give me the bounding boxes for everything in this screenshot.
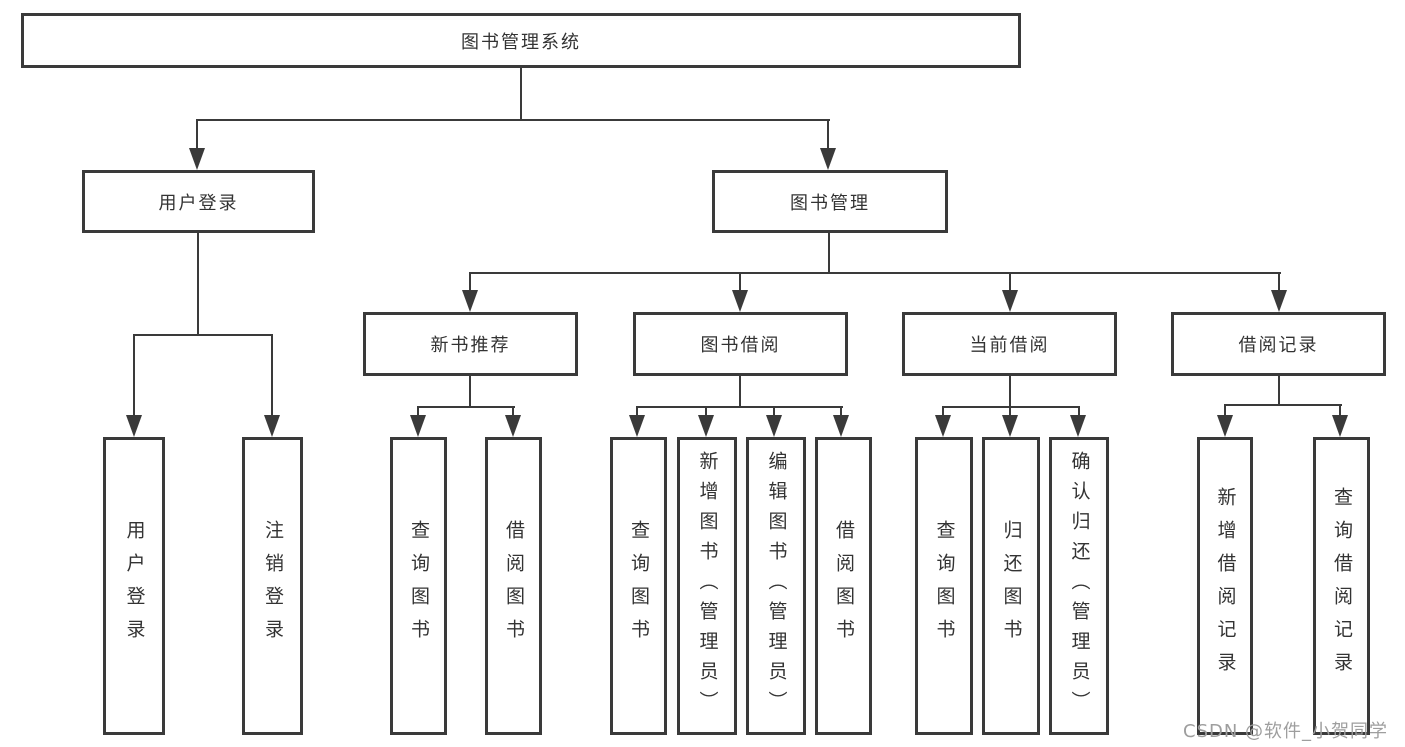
arrow-to-user-login: [189, 148, 205, 170]
leaf-user-login: 用户登录: [103, 437, 165, 735]
arrow-to-leaf-logout: [264, 415, 280, 437]
connector-bb-stem-4: [840, 406, 842, 417]
leaf-cb-confirm-return-admin: 确认归还（管理员）: [1049, 437, 1109, 735]
node-borrow-records: 借阅记录: [1171, 312, 1386, 376]
leaf-nb-query-books-label: 查询图书: [408, 520, 430, 652]
arrow-to-book-borrow: [732, 290, 748, 312]
connector-l1-left-stem: [196, 119, 198, 150]
arrow-br-add: [1217, 415, 1233, 437]
connector-user-login-rail: [133, 334, 273, 336]
node-root-label: 图书管理系统: [461, 31, 581, 53]
connector-cb-stem: [1009, 374, 1011, 408]
connector-user-login-right-stem: [271, 334, 273, 416]
leaf-br-query-record-label: 查询借阅记录: [1331, 487, 1353, 685]
connector-l1-rail: [196, 119, 830, 121]
leaf-nb-borrow-books: 借阅图书: [485, 437, 542, 735]
connector-l2-stem-3: [1009, 272, 1011, 291]
arrow-bb-borrow: [833, 415, 849, 437]
connector-l2-rail: [469, 272, 1281, 274]
connector-user-login-left-stem: [133, 334, 135, 416]
arrow-to-current-borrow: [1002, 290, 1018, 312]
arrow-br-query: [1332, 415, 1348, 437]
leaf-bb-add-books-admin: 新增图书（管理员）: [677, 437, 737, 735]
node-new-book-recommend: 新书推荐: [363, 312, 578, 376]
leaf-nb-query-books: 查询图书: [390, 437, 447, 735]
leaf-bb-borrow-books-label: 借阅图书: [833, 520, 855, 652]
arrow-cb-query: [935, 415, 951, 437]
connector-cb-rail: [942, 406, 1080, 408]
node-book-borrow: 图书借阅: [633, 312, 848, 376]
connector-l2-stem-4: [1278, 272, 1280, 291]
leaf-bb-add-books-admin-label: 新增图书（管理员）: [696, 451, 719, 721]
connector-br-stem-1: [1224, 404, 1226, 417]
leaf-bb-query-books-label: 查询图书: [628, 520, 650, 652]
leaf-cb-return-books-label: 归还图书: [1000, 520, 1023, 652]
connector-bb-stem-1: [636, 406, 638, 417]
node-book-management-label: 图书管理: [790, 192, 870, 214]
leaf-nb-borrow-books-label: 借阅图书: [503, 520, 525, 652]
leaf-cb-query-books-label: 查询图书: [933, 520, 956, 652]
leaf-cb-return-books: 归还图书: [982, 437, 1040, 735]
node-user-login: 用户登录: [82, 170, 315, 233]
connector-cb-stem-1: [942, 406, 944, 417]
connector-cb-stem-2: [1009, 406, 1011, 417]
leaf-logout: 注销登录: [242, 437, 303, 735]
arrow-cb-return: [1002, 415, 1018, 437]
node-user-login-label: 用户登录: [158, 192, 239, 214]
connector-nb-stem: [469, 374, 471, 408]
csdn-watermark: CSDN @软件_小贺同学: [1183, 721, 1389, 742]
connector-cb-stem-3: [1078, 406, 1080, 417]
leaf-bb-query-books: 查询图书: [610, 437, 667, 735]
connector-bb-stem-3: [773, 406, 775, 417]
arrow-bb-add: [698, 415, 714, 437]
leaf-bb-borrow-books: 借阅图书: [815, 437, 872, 735]
leaf-br-add-record-label: 新增借阅记录: [1214, 487, 1237, 685]
node-current-borrow: 当前借阅: [902, 312, 1117, 376]
connector-nb-stem-1: [417, 406, 419, 417]
leaf-bb-edit-books-admin: 编辑图书（管理员）: [746, 437, 806, 735]
arrow-to-borrow-records: [1271, 290, 1287, 312]
connector-user-login-stem: [197, 231, 199, 336]
connector-bb-stem: [739, 374, 741, 408]
leaf-cb-confirm-return-admin-label: 确认归还（管理员）: [1068, 451, 1091, 721]
connector-l1-right-stem: [827, 119, 829, 150]
arrow-nb-borrow: [505, 415, 521, 437]
connector-bb-rail: [636, 406, 843, 408]
node-book-management: 图书管理: [712, 170, 948, 233]
arrow-bb-query: [629, 415, 645, 437]
connector-br-stem: [1278, 374, 1280, 406]
leaf-bb-edit-books-admin-label: 编辑图书（管理员）: [765, 451, 788, 721]
leaf-logout-label: 注销登录: [262, 520, 284, 652]
arrow-bb-edit: [766, 415, 782, 437]
leaf-cb-query-books: 查询图书: [915, 437, 973, 735]
connector-book-mgmt-stem: [828, 231, 830, 274]
leaf-br-query-record: 查询借阅记录: [1313, 437, 1370, 735]
leaf-user-login-label: 用户登录: [123, 520, 146, 652]
connector-br-rail: [1224, 404, 1342, 406]
connector-root-stem: [520, 66, 522, 120]
connector-bb-stem-2: [705, 406, 707, 417]
connector-l2-stem-1: [469, 272, 471, 291]
node-borrow-records-label: 借阅记录: [1238, 335, 1319, 356]
node-book-borrow-label: 图书借阅: [700, 335, 781, 356]
node-new-book-recommend-label: 新书推荐: [430, 335, 511, 356]
connector-l2-stem-2: [739, 272, 741, 291]
node-root: 图书管理系统: [21, 13, 1021, 68]
arrow-to-book-management: [820, 148, 836, 170]
connector-br-stem-2: [1339, 404, 1341, 417]
arrow-cb-confirm: [1070, 415, 1086, 437]
leaf-br-add-record: 新增借阅记录: [1197, 437, 1253, 735]
arrow-to-new-book: [462, 290, 478, 312]
connector-nb-stem-2: [512, 406, 514, 417]
arrow-nb-query: [410, 415, 426, 437]
arrow-to-leaf-login: [126, 415, 142, 437]
node-current-borrow-label: 当前借阅: [969, 335, 1050, 356]
connector-nb-rail: [417, 406, 515, 408]
